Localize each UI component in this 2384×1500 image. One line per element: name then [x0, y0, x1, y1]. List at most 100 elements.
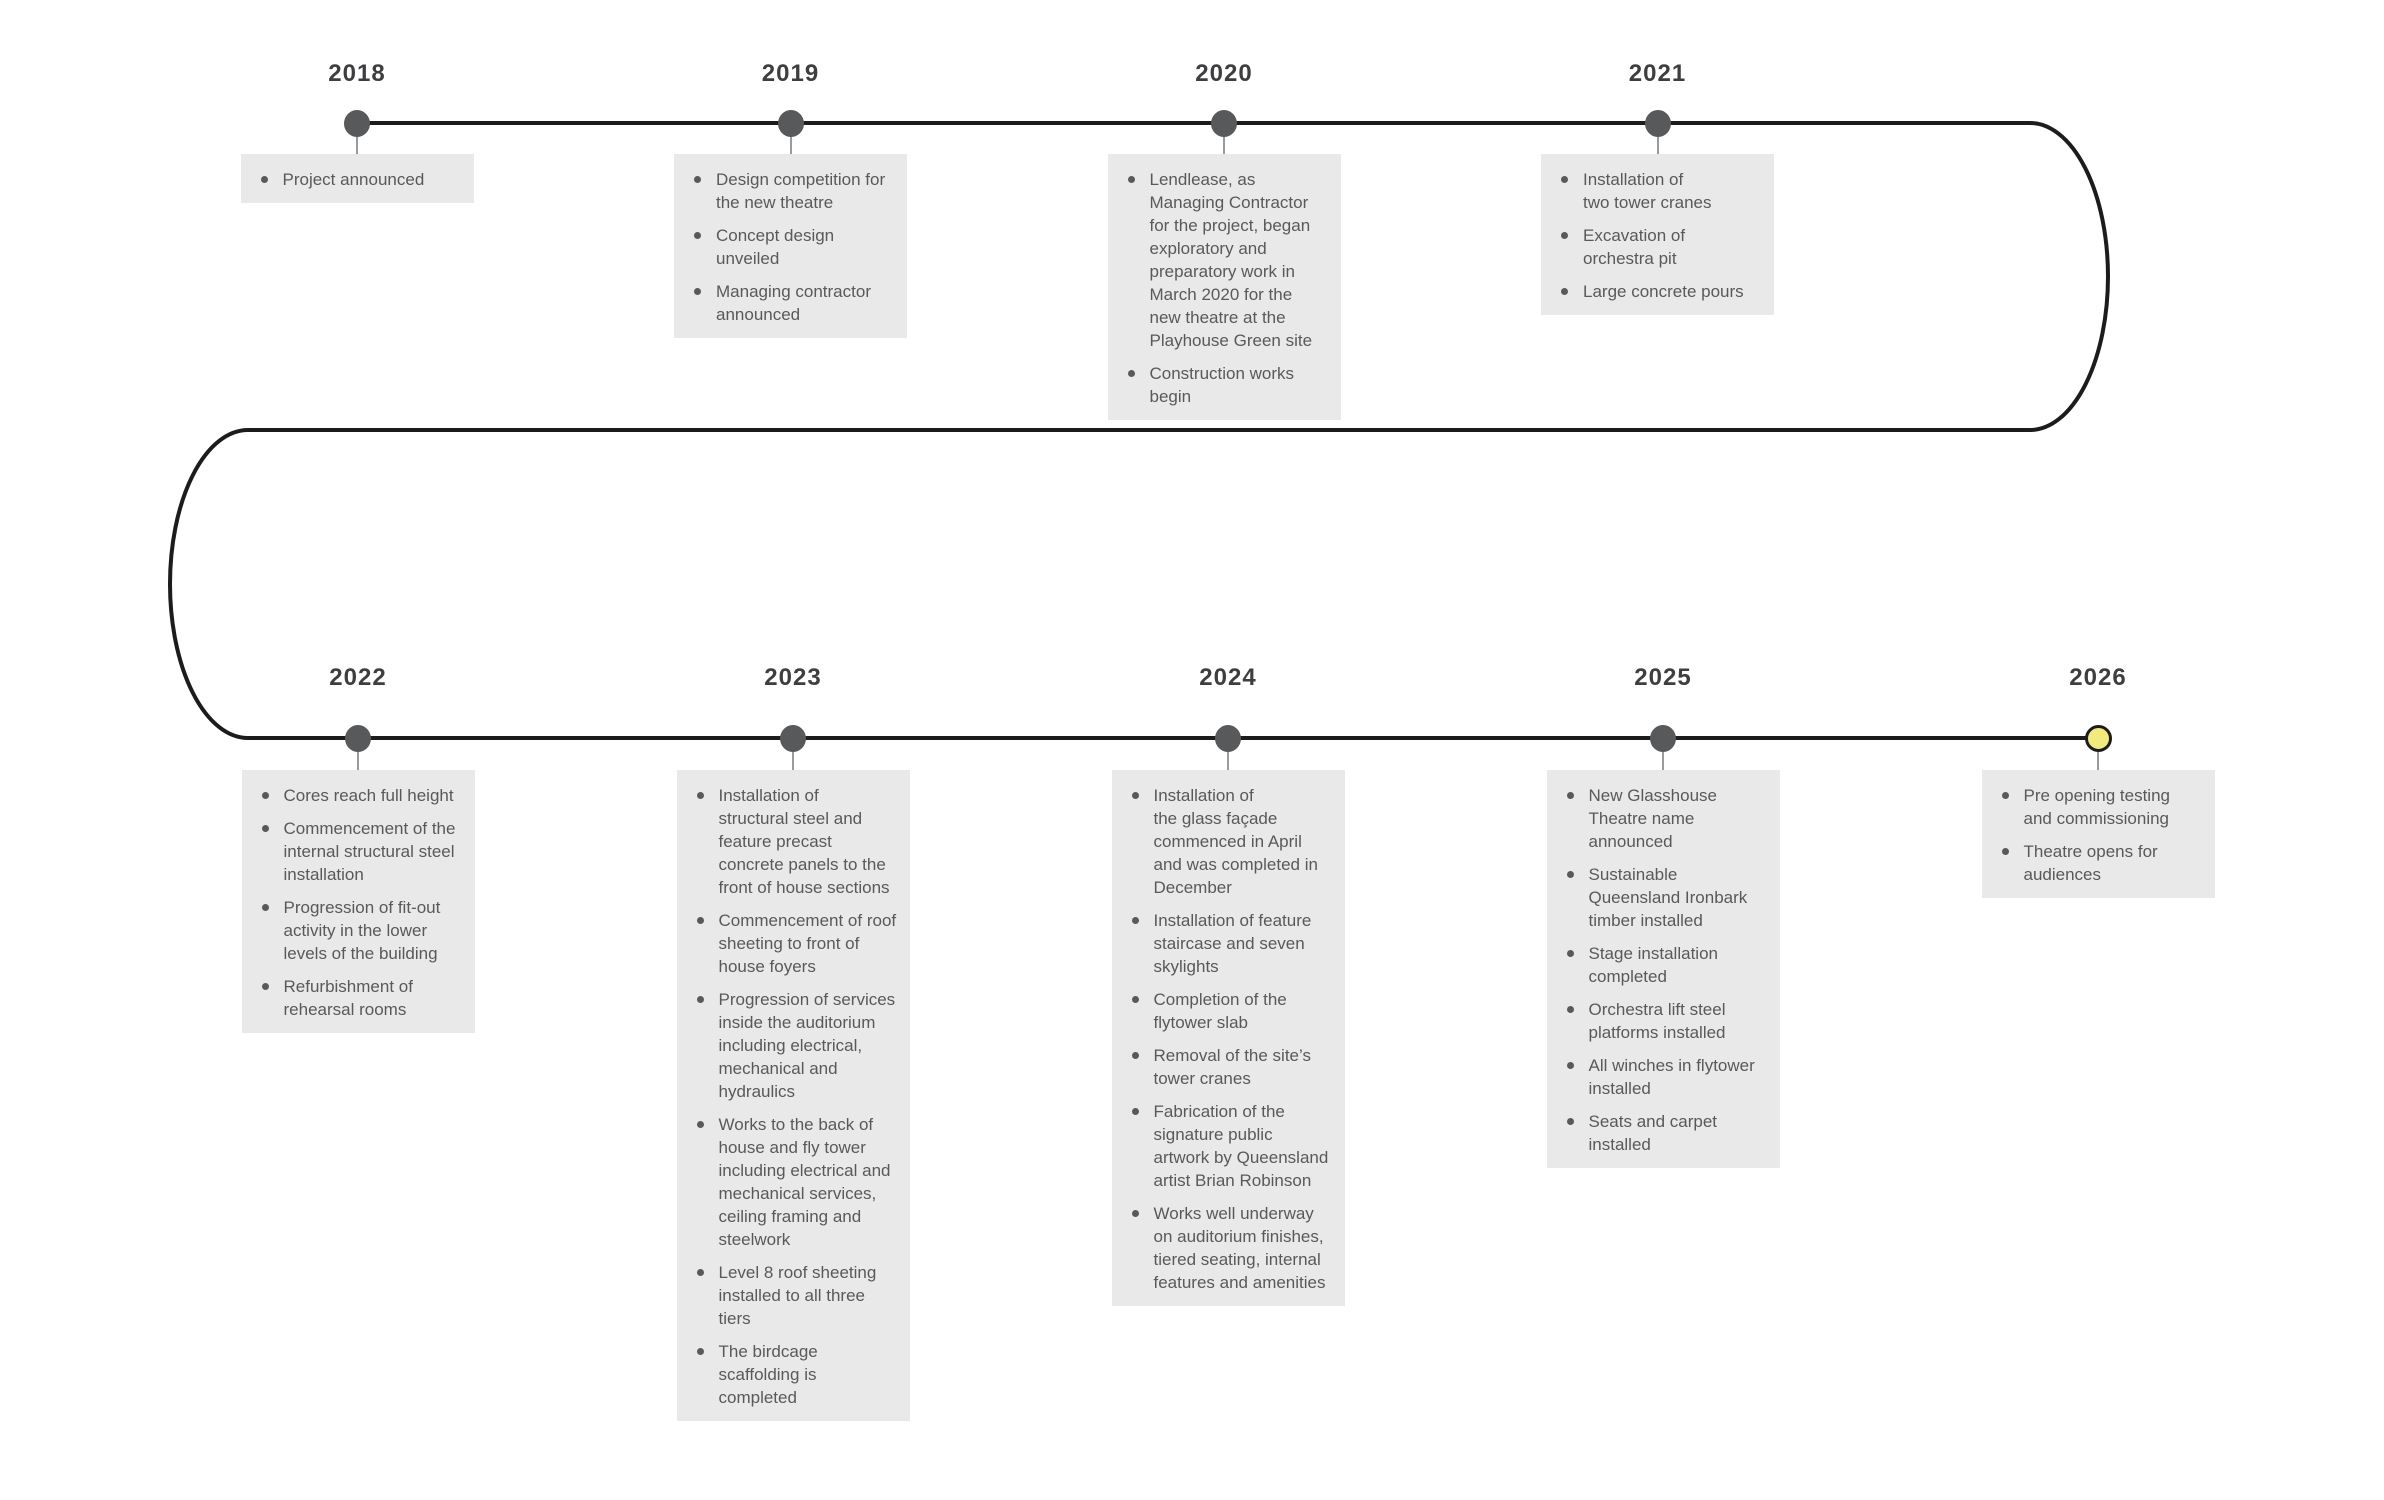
- milestone-text: Construction works begin: [1149, 364, 1295, 406]
- milestone-text: Sustainable Queensland Ironbark timber i…: [1588, 865, 1748, 930]
- bullet-icon: [696, 996, 704, 1003]
- milestone-text: Excavation of orchestra pit: [1583, 226, 1686, 268]
- milestone-text: Project announced: [282, 170, 425, 189]
- connector-line: [2097, 750, 2099, 770]
- milestone-item: New Glasshouse Theatre name announced: [1547, 784, 1780, 853]
- milestone-text: Cores reach full height: [283, 786, 454, 805]
- bullet-icon: [1566, 1006, 1574, 1013]
- milestone-item: Completion of the flytower slab: [1112, 988, 1345, 1034]
- milestone-card: Installation of the glass façade commenc…: [1111, 770, 1345, 1306]
- milestone-item: Installation of structural steel and fea…: [677, 784, 910, 899]
- year-dot-icon: [345, 724, 371, 752]
- connector-line: [1223, 135, 1225, 154]
- bullet-icon: [261, 825, 269, 832]
- milestone-text: All winches in flytower installed: [1588, 1056, 1755, 1098]
- milestone-item: Pre opening testing and commissioning: [1982, 784, 2215, 830]
- bullet-icon: [260, 176, 268, 183]
- year-dot-icon: [1215, 724, 1241, 752]
- connector-line: [792, 750, 794, 770]
- milestone-item: Concept design unveiled: [674, 224, 907, 270]
- milestone-item: Seats and carpet installed: [1547, 1110, 1780, 1156]
- connector-line: [1656, 135, 1659, 154]
- year-label: 2023: [764, 664, 822, 691]
- milestone-list: Project announced: [241, 168, 474, 191]
- connector-line: [789, 135, 792, 154]
- milestone-item: Progression of fit-out activity in the l…: [242, 896, 475, 965]
- milestone-text: Design competition for the new theatre: [716, 170, 886, 212]
- bullet-icon: [1566, 950, 1574, 957]
- milestone-text: Completion of the flytower slab: [1153, 990, 1287, 1032]
- bullet-icon: [694, 176, 701, 183]
- milestone-item: Design competition for the new theatre: [674, 168, 907, 214]
- year-label: 2018: [328, 60, 386, 87]
- milestone-text: Commencement of roof sheeting to front o…: [718, 911, 897, 976]
- milestone-text: Refurbishment of rehearsal rooms: [283, 977, 413, 1019]
- year-dot-icon: [777, 109, 804, 137]
- milestone-item: Cores reach full height: [242, 784, 475, 807]
- milestone-text: Stage installation completed: [1588, 944, 1718, 986]
- milestone-text: Orchestra lift steel platforms installed: [1588, 1000, 1726, 1042]
- milestone-item: All winches in flytower installed: [1547, 1054, 1780, 1100]
- bullet-icon: [261, 904, 269, 911]
- milestone-text: Level 8 roof sheeting installed to all t…: [718, 1263, 877, 1328]
- bullet-icon: [1131, 1210, 1139, 1217]
- bullet-icon: [696, 1269, 704, 1276]
- milestone-item: Works to the back of house and fly tower…: [677, 1113, 910, 1251]
- year-dot-icon: [344, 109, 370, 137]
- connector-line: [1662, 750, 1664, 770]
- connector-line: [357, 750, 359, 770]
- bullet-icon: [694, 232, 701, 239]
- year-dot-icon: [2084, 724, 2112, 752]
- milestone-text: Works well underway on auditorium finish…: [1153, 1204, 1326, 1292]
- year-label: 2021: [1628, 60, 1687, 87]
- year-label: 2022: [329, 664, 387, 691]
- milestone-card: Lendlease, as Managing Contractor for th…: [1107, 154, 1341, 420]
- bullet-icon: [694, 288, 701, 295]
- bullet-icon: [261, 792, 269, 799]
- year-label: 2019: [761, 60, 820, 87]
- milestone-item: Progression of services inside the audit…: [677, 988, 910, 1103]
- milestone-text: Removal of the site’s tower cranes: [1153, 1046, 1311, 1088]
- bullet-icon: [1561, 232, 1568, 239]
- year-label: 2020: [1195, 60, 1253, 87]
- milestone-card: Installation of structural steel and fea…: [676, 770, 910, 1421]
- bullet-icon: [1561, 176, 1568, 183]
- bullet-icon: [1561, 288, 1568, 295]
- milestone-card: Project announced: [240, 154, 474, 203]
- milestone-text: Commencement of the internal structural …: [283, 819, 456, 884]
- milestone-item: Installation of the glass façade commenc…: [1112, 784, 1345, 899]
- timeline-path: [168, 121, 2110, 740]
- milestone-text: Installation of structural steel and fea…: [718, 786, 890, 897]
- bullet-icon: [2001, 792, 2009, 799]
- milestone-item: Managing contractor announced: [674, 280, 907, 326]
- milestone-list: Installation of the glass façade commenc…: [1112, 784, 1345, 1294]
- milestone-list: Lendlease, as Managing Contractor for th…: [1108, 168, 1341, 408]
- milestone-text: Fabrication of the signature public artw…: [1153, 1102, 1329, 1190]
- milestone-item: Lendlease, as Managing Contractor for th…: [1108, 168, 1341, 352]
- bullet-icon: [1131, 1052, 1139, 1059]
- year-dot-icon: [1650, 724, 1676, 752]
- milestone-text: Progression of services inside the audit…: [718, 990, 896, 1101]
- milestone-item: Works well underway on auditorium finish…: [1112, 1202, 1345, 1294]
- milestone-text: Seats and carpet installed: [1588, 1112, 1718, 1154]
- milestone-item: Commencement of the internal structural …: [242, 817, 475, 886]
- bullet-icon: [696, 1121, 704, 1128]
- bullet-icon: [1131, 996, 1139, 1003]
- bullet-icon: [696, 917, 704, 924]
- milestone-item: Large concrete pours: [1541, 280, 1774, 303]
- milestone-text: Managing contractor announced: [716, 282, 871, 324]
- milestone-item: Installation of feature staircase and se…: [1112, 909, 1345, 978]
- bullet-icon: [696, 792, 704, 799]
- milestone-item: Stage installation completed: [1547, 942, 1780, 988]
- milestone-text: The birdcage scaffolding is completed: [718, 1342, 818, 1407]
- milestone-text: Lendlease, as Managing Contractor for th…: [1149, 170, 1313, 350]
